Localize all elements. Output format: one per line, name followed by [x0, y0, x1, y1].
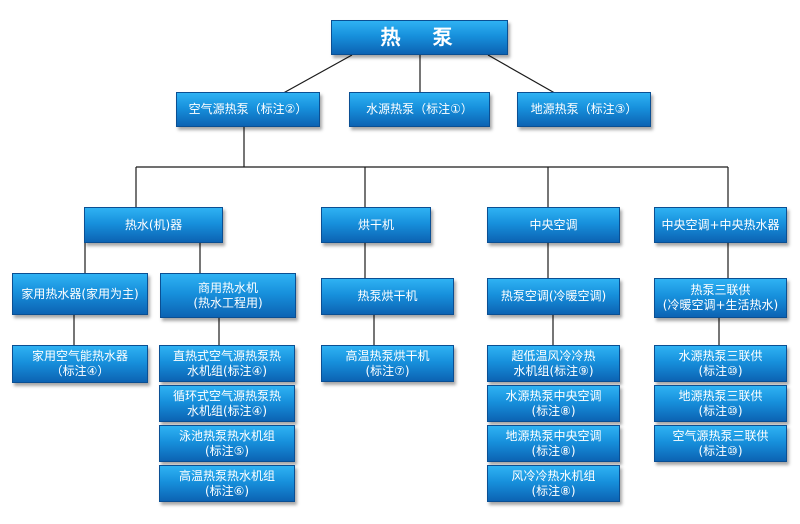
- subcategory-home-water-heater: 家用热水器(家用为主): [12, 273, 148, 315]
- category-ac-water-heater: 中央空调+中央热水器: [654, 207, 787, 243]
- node-line: (标注⑩): [698, 443, 743, 458]
- node-line: 高温热泵烘干机: [345, 348, 430, 363]
- leaf-high-temp-unit: 高温热泵热水机组 (标注⑥): [159, 465, 295, 502]
- node-line: 水机组(标注④): [186, 363, 268, 378]
- category-central-ac: 中央空调: [487, 207, 620, 243]
- node-line: 商用热水机: [197, 280, 258, 295]
- leaf-ground-source-triple: 地源热泵三联供 (标注⑩): [654, 385, 787, 422]
- node-line: 循环式空气源热泵热: [172, 388, 281, 403]
- node-line: 高温热泵热水机组: [178, 468, 275, 483]
- node-line: 热泵三联供: [690, 283, 751, 297]
- node-line: (标注⑥): [204, 483, 250, 498]
- node-line: 泳池热泵热水机组: [178, 428, 275, 443]
- leaf-high-temp-dryer: 高温热泵烘干机 (标注⑦): [321, 345, 454, 382]
- node-line: 水机组(标注④): [186, 403, 268, 418]
- node-line: 地源热泵中央空调: [505, 428, 602, 443]
- leaf-water-source-central-ac: 水源热泵中央空调 (标注⑧): [487, 385, 620, 422]
- node-label: 中央空调+中央热水器: [661, 217, 780, 232]
- subcategory-heat-pump-ac: 热泵空调(冷暖空调): [487, 278, 620, 315]
- source-ground: 地源热泵（标注③）: [517, 92, 651, 127]
- node-line: 热泵烘干机: [357, 289, 418, 303]
- node-line: (标注⑩): [698, 363, 743, 378]
- node-line: 超低温风冷冷热: [511, 348, 596, 363]
- leaf-pool-unit: 泳池热泵热水机组 (标注⑤): [159, 425, 295, 462]
- subcategory-triple-supply: 热泵三联供 (冷暖空调+生活热水): [654, 278, 787, 318]
- subcategory-commercial-water-heater: 商用热水机 (热水工程用): [160, 273, 296, 318]
- root-node: 热 泵: [331, 20, 508, 55]
- node-label: 烘干机: [357, 217, 394, 232]
- node-line: (标注⑩): [698, 403, 743, 418]
- category-water-heater: 热水(机)器: [84, 207, 223, 243]
- node-line: 家用热水器(家用为主): [21, 286, 139, 301]
- leaf-circulating-unit: 循环式空气源热泵热 水机组(标注④): [159, 385, 295, 422]
- node-label: 水源热泵（标注①）: [366, 102, 473, 116]
- node-line: 水机组(标注⑨): [513, 363, 594, 378]
- node-line: 水源热泵中央空调: [505, 388, 602, 403]
- leaf-air-source-triple: 空气源热泵三联供 (标注⑩): [654, 425, 787, 462]
- node-line: (标注⑤): [204, 443, 250, 458]
- node-label: 地源热泵（标注③）: [530, 102, 638, 116]
- leaf-home-air-water-heater: 家用空气能热水器 （标注④）: [12, 345, 148, 383]
- leaf-direct-heat-unit: 直热式空气源热泵热 水机组(标注④): [159, 345, 295, 382]
- node-line: (标注⑧): [531, 403, 576, 418]
- node-line: (冷暖空调+生活热水): [662, 298, 779, 312]
- leaf-water-source-triple: 水源热泵三联供 (标注⑩): [654, 345, 787, 382]
- node-line: 风冷冷热水机组: [511, 468, 596, 483]
- node-line: （标注④）: [50, 364, 110, 378]
- node-line: 空气源热泵三联供: [672, 428, 769, 443]
- node-line: 水源热泵三联供: [678, 348, 763, 363]
- source-water: 水源热泵（标注①）: [349, 92, 490, 127]
- node-line: 家用空气能热水器: [31, 349, 128, 363]
- leaf-air-cooled-unit: 风冷冷热水机组 (标注⑧): [487, 465, 620, 502]
- node-line: 直热式空气源热泵热: [172, 348, 281, 363]
- node-label: 热水(机)器: [124, 217, 183, 232]
- source-air: 空气源热泵（标注②）: [176, 92, 320, 127]
- node-line: 热泵空调(冷暖空调): [500, 289, 607, 303]
- node-line: (标注⑧): [531, 483, 576, 498]
- node-label: 空气源热泵（标注②）: [188, 102, 308, 116]
- node-label: 中央空调: [529, 217, 578, 232]
- node-line: 地源热泵三联供: [678, 388, 763, 403]
- node-line: (标注⑧): [531, 443, 576, 458]
- subcategory-heat-pump-dryer: 热泵烘干机: [321, 278, 454, 315]
- leaf-ultra-low-temp-unit: 超低温风冷冷热 水机组(标注⑨): [487, 345, 620, 382]
- leaf-ground-source-central-ac: 地源热泵中央空调 (标注⑧): [487, 425, 620, 462]
- node-line: (热水工程用): [193, 295, 263, 310]
- node-line: (标注⑦): [365, 363, 410, 378]
- category-dryer: 烘干机: [321, 207, 431, 243]
